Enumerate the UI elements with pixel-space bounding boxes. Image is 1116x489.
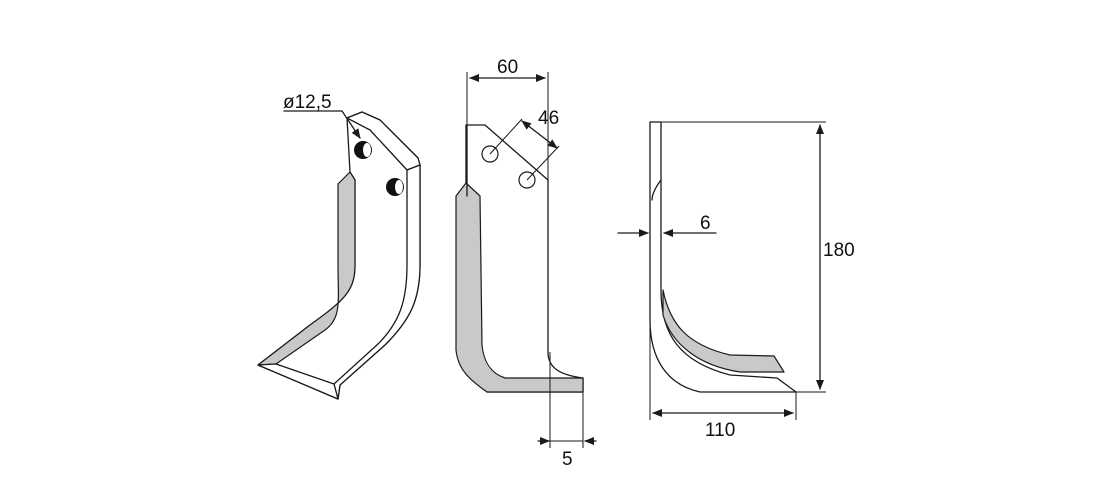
width-label: 60 bbox=[497, 57, 518, 78]
diameter-label: ø12,5 bbox=[283, 92, 332, 113]
perspective-foot-bevel bbox=[257, 363, 339, 400]
side-view bbox=[455, 72, 597, 448]
height-label: 180 bbox=[823, 240, 855, 261]
side-view-cutting-edge bbox=[455, 182, 584, 393]
hole-spacing-dimension-line bbox=[521, 120, 558, 149]
perspective-view bbox=[257, 110, 421, 400]
perspective-side-edge bbox=[333, 164, 421, 400]
perspective-cutting-edge bbox=[257, 171, 356, 366]
offset-label: 5 bbox=[562, 449, 573, 470]
front-view-blade bbox=[649, 121, 797, 393]
front-view bbox=[617, 121, 826, 420]
diameter-leader bbox=[283, 110, 361, 139]
foot-width-label: 110 bbox=[705, 420, 735, 441]
hole-spacing-label: 46 bbox=[538, 108, 559, 129]
thickness-label: 6 bbox=[700, 213, 711, 234]
front-view-cutting-edge bbox=[662, 289, 785, 373]
perspective-top-bevel bbox=[346, 111, 421, 171]
